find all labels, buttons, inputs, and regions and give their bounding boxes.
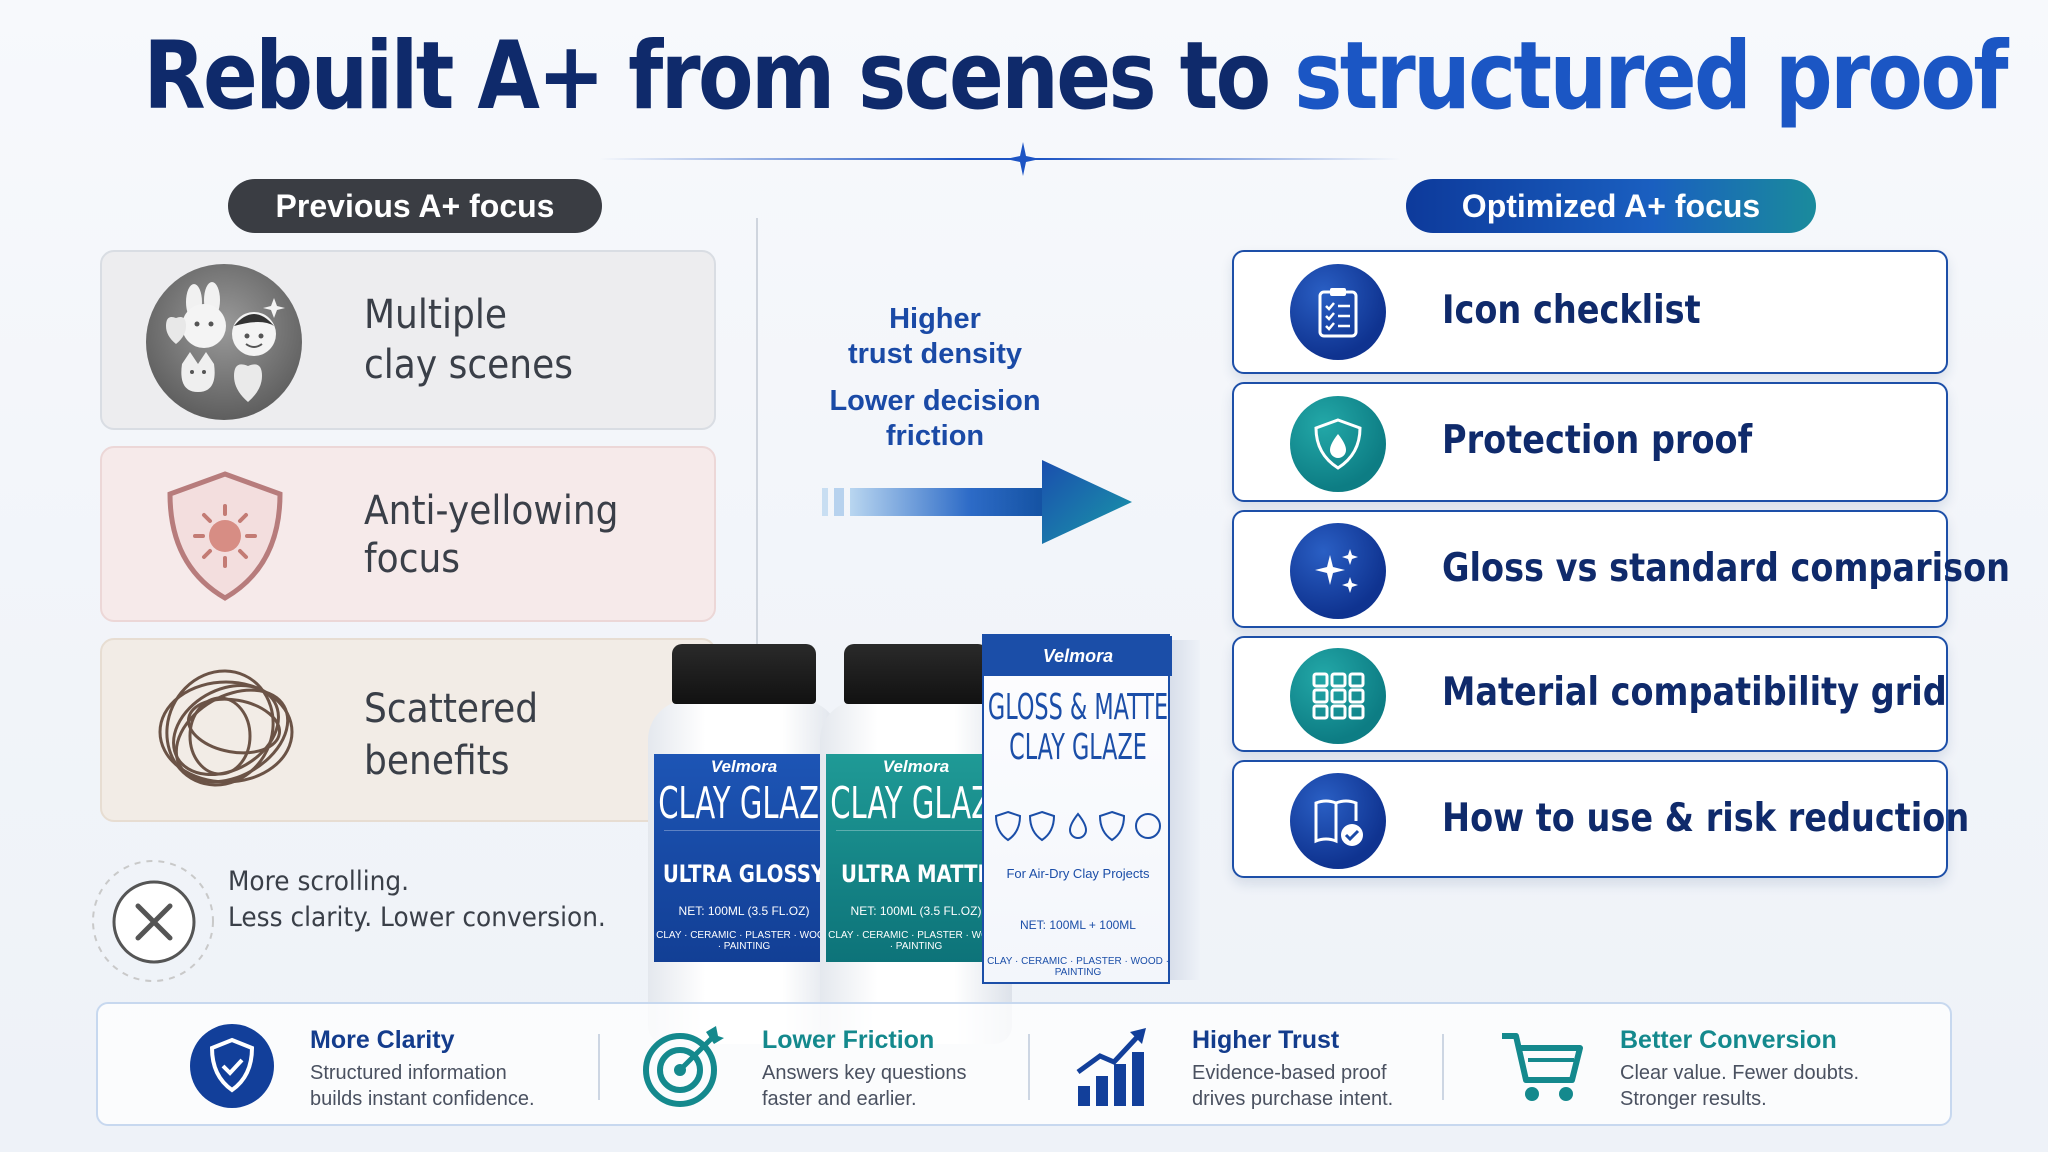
scribble-icon (158, 669, 294, 787)
benefit-desc-line2: drives purchase intent. (1192, 1088, 1394, 1110)
box-name-line2: CLAY GLAZE (1009, 727, 1147, 768)
bottle-cap (844, 644, 988, 704)
target-icon (643, 1026, 724, 1107)
title-divider (600, 158, 1400, 160)
previous-focus-pill: Previous A+ focus (228, 179, 602, 233)
optimized-focus-pill: Optimized A+ focus (1406, 179, 1816, 233)
previous-card-anti-yellowing: Anti-yellowing focus (100, 446, 716, 622)
feature-icons-row (664, 830, 824, 856)
feature-icons-row (836, 830, 996, 856)
grid-icon (1290, 648, 1386, 744)
product-bottle-matte: Velmora CLAY GLAZE ULTRA MATTE NET: 100M… (820, 644, 1012, 1044)
optimized-card-how-to-use: How to use & risk reduction (1232, 760, 1969, 878)
benefit-title: More Clarity (310, 1026, 455, 1054)
icon-checklist-label: Icon checklist (1442, 288, 1701, 333)
growth-chart-icon (1076, 1028, 1146, 1106)
column-divider (756, 218, 758, 648)
product-type: ULTRA GLOSSY (662, 860, 826, 888)
benefit-title: Higher Trust (1192, 1026, 1340, 1054)
close-circle-icon (92, 860, 214, 982)
title-main: Rebuilt A+ from scenes to (143, 22, 1295, 131)
product-name: CLAY GLAZE (830, 778, 1006, 829)
box-net-volume: NET: 100ML + 100ML (1020, 918, 1136, 932)
clay-figures-icon (146, 264, 302, 420)
protection-proof-label: Protection proof (1442, 418, 1753, 463)
net-volume: NET: 100ML (3.5 FL.OZ) (850, 904, 982, 918)
box-brand: Velmora (984, 636, 1172, 676)
brand-logo: Velmora (710, 757, 778, 776)
summary-line1: More scrolling. (228, 866, 410, 897)
materials-list: CLAY · CERAMIC · PLASTER · WOOD · PAINTI… (656, 930, 832, 952)
bottle-cap (672, 644, 816, 704)
strip-divider (598, 1034, 600, 1100)
benefit-desc-line2: faster and earlier. (762, 1088, 917, 1110)
product-type: ULTRA MATTE (841, 860, 991, 888)
box-subtitle: For Air-Dry Clay Projects (1006, 866, 1150, 881)
benefit-desc-line1: Evidence-based proof (1192, 1062, 1387, 1084)
anti-yellowing-line2: focus (364, 536, 461, 582)
bottle-label: Velmora CLAY GLAZE ULTRA GLOSSY NET: 100… (654, 754, 834, 962)
materials-list: CLAY · CERAMIC · PLASTER · WOOD · PAINTI… (828, 930, 1004, 952)
optimized-card-gloss-comparison: Gloss vs standard comparison (1232, 510, 2010, 628)
optimized-card-icon-checklist: Icon checklist (1232, 250, 1948, 374)
box-front: Velmora GLOSS & MATTE CLAY GLAZE For Air… (982, 634, 1172, 984)
title-highlight: structured proof (1294, 22, 2008, 131)
previous-focus-summary: More scrolling. Less clarity. Lower conv… (228, 864, 606, 936)
product-bottle-glossy: Velmora CLAY GLAZE ULTRA GLOSSY NET: 100… (648, 644, 840, 1044)
clipboard-checklist-icon (1290, 264, 1386, 360)
optimized-card-material-grid: Material compatibility grid (1232, 636, 1948, 752)
benefit-desc-line2: Stronger results. (1620, 1088, 1767, 1110)
previous-card-clay-scenes: Multiple clay scenes (100, 250, 716, 430)
scattered-line1: Scattered (364, 686, 539, 732)
product-box: Velmora GLOSS & MATTE CLAY GLAZE For Air… (982, 634, 1212, 984)
optimized-card-protection-proof: Protection proof (1232, 382, 1948, 502)
shield-check-icon (190, 1024, 274, 1108)
star-icon (1006, 142, 1040, 176)
shield-sun-icon (167, 471, 283, 601)
transition-message: Higher trust density Lower decision fric… (780, 302, 1090, 454)
box-name-line1: GLOSS & MATTE (987, 687, 1169, 728)
benefit-description: Evidence-based proof drives purchase inte… (1192, 1060, 1393, 1112)
page-title: Rebuilt A+ from scenes to structured pro… (143, 22, 2008, 131)
transition-line1: Higher (889, 303, 981, 335)
book-check-icon (1290, 773, 1386, 869)
benefit-description: Structured information builds instant con… (310, 1060, 535, 1112)
box-side (1170, 640, 1200, 980)
shopping-cart-icon (1502, 1033, 1583, 1101)
benefit-title: Lower Friction (762, 1026, 935, 1054)
bottle-label: Velmora CLAY GLAZE ULTRA MATTE NET: 100M… (826, 754, 1006, 962)
benefit-description: Answers key questions faster and earlier. (762, 1060, 967, 1112)
transition-line3: Lower decision (829, 385, 1041, 417)
brand-logo: Velmora (882, 757, 950, 776)
shield-drop-icon (1290, 396, 1386, 492)
benefit-title: Better Conversion (1620, 1026, 1837, 1054)
benefit-desc-line1: Clear value. Fewer doubts. (1620, 1062, 1860, 1084)
clay-scenes-line2: clay scenes (364, 342, 574, 388)
gloss-comparison-label: Gloss vs standard comparison (1442, 546, 2010, 591)
benefits-strip: More Clarity Structured information build… (96, 1002, 1952, 1126)
benefit-desc-line1: Structured information (310, 1062, 507, 1084)
product-name: CLAY GLAZE (658, 778, 834, 829)
scattered-line2: benefits (364, 738, 510, 784)
how-to-use-label: How to use & risk reduction (1442, 796, 1970, 841)
anti-yellowing-line1: Anti-yellowing (364, 488, 619, 534)
benefit-desc-line1: Answers key questions (762, 1062, 967, 1084)
transition-line2: trust density (847, 338, 1023, 370)
benefit-desc-line2: builds instant confidence. (310, 1088, 535, 1110)
net-volume: NET: 100ML (3.5 FL.OZ) (678, 904, 810, 918)
box-materials-list: CLAY · CERAMIC · PLASTER · WOOD · PAINTI… (987, 956, 1169, 978)
benefit-description: Clear value. Fewer doubts. Stronger resul… (1620, 1060, 1859, 1112)
summary-line2: Less clarity. Lower conversion. (228, 902, 606, 933)
clay-scenes-line1: Multiple (364, 292, 508, 338)
box-product-name: GLOSS & MATTE CLAY GLAZE (984, 688, 1172, 768)
strip-divider (1442, 1034, 1444, 1100)
arrow-right-icon (822, 460, 1132, 544)
previous-card-scattered-benefits: Scattered benefits (100, 638, 716, 822)
box-feature-icons (994, 810, 1161, 842)
material-grid-label: Material compatibility grid (1442, 670, 1947, 715)
transition-line4: friction (885, 420, 985, 452)
sparkles-icon (1290, 523, 1386, 619)
strip-divider (1028, 1034, 1030, 1100)
